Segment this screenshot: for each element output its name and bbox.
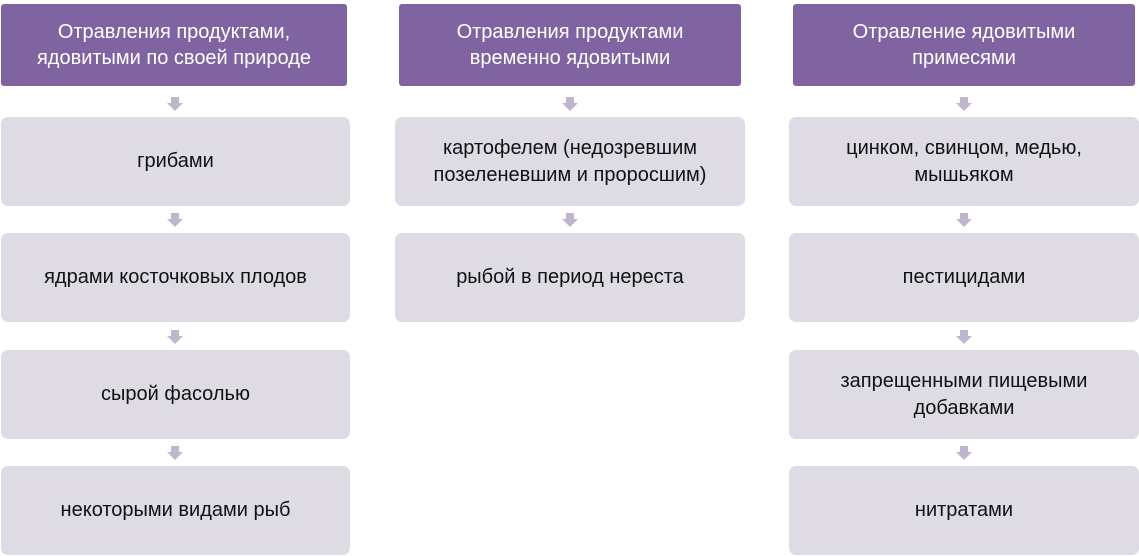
list-item-raw-beans: сырой фасолью: [1, 350, 350, 439]
list-item-some-fish: некоторыми видами рыб: [1, 466, 350, 555]
column-header-natural-poison: Отравления продуктами, ядовитыми по свое…: [1, 4, 347, 86]
list-item-nitrates: нитратами: [789, 466, 1139, 555]
list-item-spawning-fish: рыбой в период нереста: [395, 233, 745, 322]
list-item-potatoes: картофелем (недозревшим позеленевшим и п…: [395, 117, 745, 206]
column-header-temporary-poison: Отравления продуктами временно ядовитыми: [399, 4, 741, 86]
list-item-heavy-metals: цинком, свинцом, медью, мышьяком: [789, 117, 1139, 206]
list-item-stone-fruit-kernels: ядрами косточковых плодов: [1, 233, 350, 322]
list-item-mushrooms: грибами: [1, 117, 350, 206]
list-item-banned-additives: запрещенными пищевыми добавками: [789, 350, 1139, 439]
list-item-pesticides: пестицидами: [789, 233, 1139, 322]
column-header-poisonous-impurities: Отравление ядовитыми примесями: [793, 4, 1135, 86]
